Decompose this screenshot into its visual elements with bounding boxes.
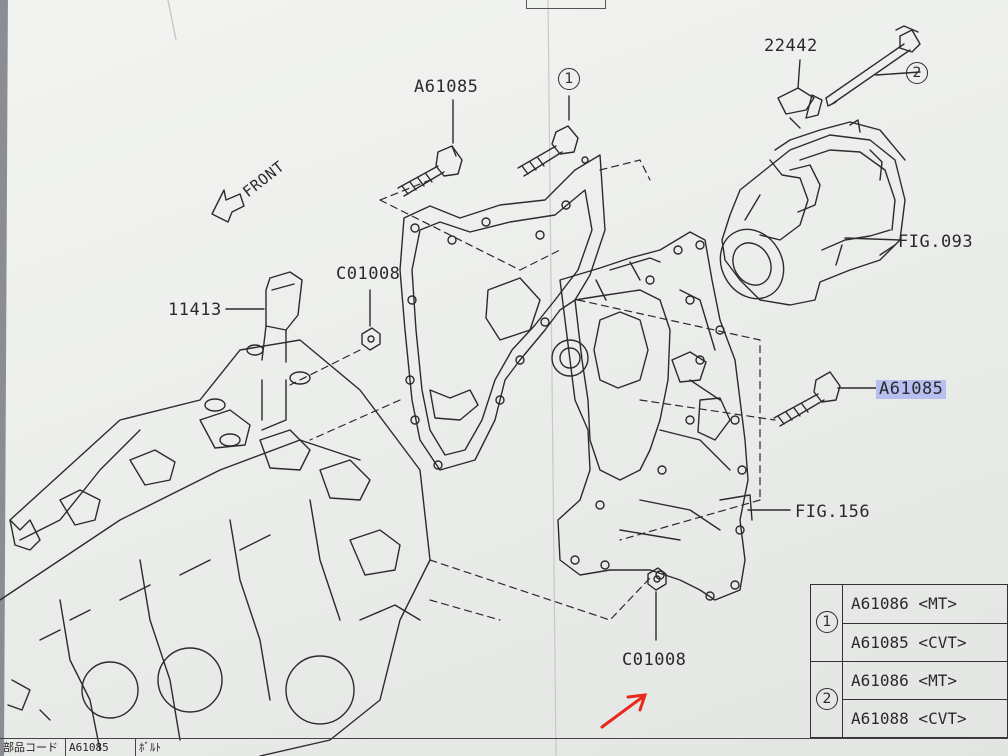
part-label-c01008-bottom: C01008: [622, 650, 687, 670]
legend-row: A61085 <CVT>: [843, 623, 1007, 661]
adapter-plate: [399, 154, 606, 471]
legend-row: A61088 <CVT>: [843, 699, 1007, 737]
part-code-footer: 部品コード A61085 ﾎﾞﾙﾄ: [0, 738, 1008, 756]
legend-circle-2: 2: [816, 688, 838, 710]
header-tab: [526, 0, 606, 9]
starter-motor: [719, 87, 906, 306]
code-label: 部品コード: [0, 739, 66, 756]
part-label-22442: 22442: [764, 36, 818, 56]
callout-circle-2: 2: [906, 62, 928, 84]
part-label-c01008-left: C01008: [336, 264, 401, 284]
legend-circle-1: 1: [816, 611, 838, 633]
bolt-a61085-right: [773, 371, 841, 427]
code-value: A61085: [66, 739, 136, 756]
fig-ref-156: FIG.156: [795, 502, 871, 522]
part-label-a61085-top: A61085: [414, 77, 479, 97]
engine-block-outline: [0, 339, 431, 756]
fig-ref-093: FIG.093: [898, 232, 974, 252]
leader-22442: [797, 59, 801, 89]
red-marker-arrow-icon: [600, 693, 648, 729]
legend-row: A61086 <MT>: [843, 661, 1007, 699]
nut-c01008-left: [361, 327, 381, 351]
front-arrow-icon: [211, 189, 245, 223]
bolt-a61085-top: [397, 145, 463, 197]
variant-legend-table: 1 A61086 <MT> A61085 <CVT> 2 A61086 <MT>…: [810, 584, 1008, 738]
bolt-2-long: [825, 25, 921, 107]
part-11413-plug: [261, 271, 303, 363]
transmission-housing: [551, 231, 753, 601]
legend-num-cell-2: 2: [811, 661, 843, 737]
name-label: ﾎﾞﾙﾄ: [139, 741, 161, 754]
part-label-a61085-highlighted: A61085: [876, 380, 947, 399]
callout-circle-1: 1: [558, 68, 580, 90]
legend-row: A61086 <MT>: [851, 594, 957, 613]
nut-c01008-bottom: [647, 567, 667, 591]
bolt-1: [517, 125, 579, 177]
legend-num-cell-1: 1: [811, 585, 843, 661]
part-label-11413: 11413: [168, 300, 222, 320]
